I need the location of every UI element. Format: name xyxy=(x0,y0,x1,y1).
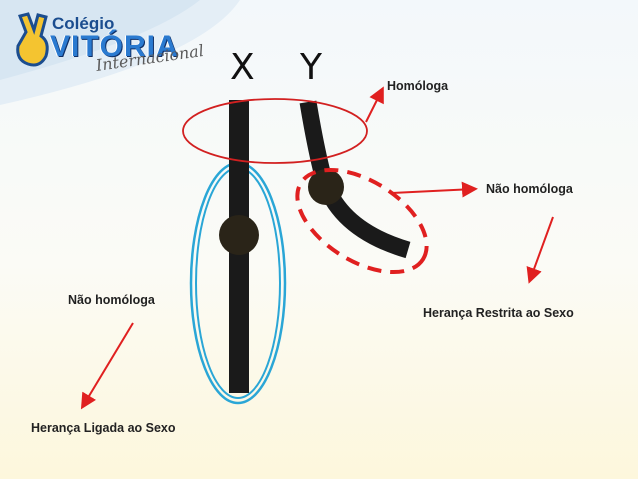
logo-text-vitoria: VITÓRIA xyxy=(50,30,179,63)
victory-hand-logo-icon xyxy=(16,12,49,67)
arrow-to-nao-homologa-y xyxy=(391,181,478,198)
label-heranca-restrita: Herança Restrita ao Sexo xyxy=(423,306,574,320)
label-nao-homologa-y: Não homóloga xyxy=(486,182,573,196)
logo-text-colegio: Colégio xyxy=(52,14,115,33)
homologous-region-outline xyxy=(182,98,368,164)
arrow-to-homologa xyxy=(365,86,384,123)
y-centromere xyxy=(308,169,344,205)
y-chromosome-label: Y xyxy=(300,47,322,88)
x-centromere xyxy=(219,215,259,255)
arrow-to-heranca-ligada xyxy=(80,322,134,410)
arrow-to-heranca-restrita xyxy=(526,216,554,284)
logo-corner-decoration xyxy=(0,0,240,105)
non-homologous-y-outline xyxy=(295,167,429,275)
label-homologa: Homóloga xyxy=(387,79,449,93)
label-nao-homologa-x: Não homóloga xyxy=(68,293,155,307)
x-chromosome-label: X xyxy=(230,47,255,88)
label-heranca-ligada: Herança Ligada ao Sexo xyxy=(31,421,176,435)
